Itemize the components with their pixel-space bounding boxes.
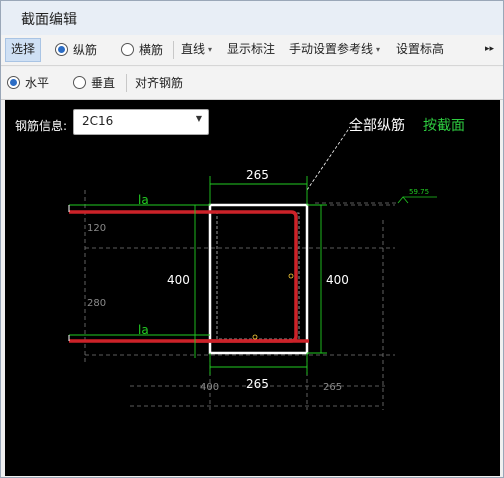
manual-ref-label: 手动设置参考线 xyxy=(289,42,374,56)
transverse-radio[interactable]: 横筋 xyxy=(121,39,163,61)
by-section-link[interactable]: 按截面 xyxy=(423,118,465,134)
all-longitudinal-label: 全部纵筋 xyxy=(349,118,405,134)
chevron-down-icon: ▼ xyxy=(195,114,202,123)
radio-unchecked-icon xyxy=(121,43,134,56)
window-title: 截面编辑 xyxy=(21,12,77,28)
align-rebar-button[interactable]: 对齐钢筋 xyxy=(135,76,184,90)
radio-checked-icon xyxy=(55,43,68,56)
rebar-marker xyxy=(288,273,294,279)
section-frame xyxy=(208,203,309,355)
line-dropdown[interactable]: 直线▾ xyxy=(176,38,217,60)
select-button[interactable]: 选择 xyxy=(5,38,42,62)
horizontal-label: 水平 xyxy=(25,76,50,90)
show-label-button[interactable]: 显示标注 xyxy=(227,42,276,56)
rebar-info-value: 2C16 xyxy=(82,114,114,128)
overflow-chevron-icon[interactable]: ▸▸ xyxy=(485,44,495,54)
rebar-info-label: 钢筋信息: xyxy=(15,119,68,133)
vertical-radio[interactable]: 垂直 xyxy=(73,72,115,94)
direction-toolbar: 水平 垂直 对齐钢筋 xyxy=(1,67,503,100)
bottom-left-dim: 400 xyxy=(200,382,219,393)
left-height-dim: 400 xyxy=(167,273,190,287)
left-120-dim: 120 xyxy=(87,223,106,234)
horizontal-radio[interactable]: 水平 xyxy=(7,72,49,94)
rebar-marker xyxy=(252,334,258,340)
rebar-info-select[interactable]: 2C16 ▼ xyxy=(73,109,209,135)
elevation-mark xyxy=(397,196,409,204)
main-toolbar: 选择 纵筋 横筋 直线▾ 显示标注 手动设置参考线▾ 设置标高 ▸▸ xyxy=(1,35,503,66)
line-label: 直线 xyxy=(181,42,206,56)
bottom-right-dim: 265 xyxy=(323,382,342,393)
toolbar-divider xyxy=(126,74,127,92)
chevron-down-icon: ▾ xyxy=(376,45,381,54)
title-bar: 截面编辑 xyxy=(1,1,503,35)
elevation-value: 59.75 xyxy=(409,188,429,196)
leader-line xyxy=(306,126,351,191)
top-width-dim: 265 xyxy=(246,168,269,182)
transverse-label: 横筋 xyxy=(139,43,164,57)
section-drawing: 59.75 xyxy=(68,126,437,410)
reference-lines xyxy=(84,190,397,410)
la-bottom-label: la xyxy=(138,323,149,337)
inner-dashed-frame xyxy=(216,212,300,340)
left-280-dim: 280 xyxy=(87,298,106,309)
longitudinal-radio[interactable]: 纵筋 xyxy=(55,39,97,61)
bottom-width-dim: 265 xyxy=(246,377,269,391)
la-top-label: la xyxy=(138,193,149,207)
radio-unchecked-icon xyxy=(73,76,86,89)
chevron-down-icon: ▾ xyxy=(208,45,213,54)
radio-checked-icon xyxy=(7,76,20,89)
longitudinal-label: 纵筋 xyxy=(73,43,98,57)
drawing-canvas[interactable]: 钢筋信息: 2C16 ▼ 全部纵筋 按截面 xyxy=(5,100,500,476)
right-height-dim: 400 xyxy=(326,273,349,287)
set-elevation-button[interactable]: 设置标高 xyxy=(396,42,445,56)
green-dimension-lines xyxy=(69,176,327,375)
vertical-label: 垂直 xyxy=(91,76,116,90)
manual-ref-dropdown[interactable]: 手动设置参考线▾ xyxy=(284,38,385,60)
toolbar-divider xyxy=(173,41,174,59)
